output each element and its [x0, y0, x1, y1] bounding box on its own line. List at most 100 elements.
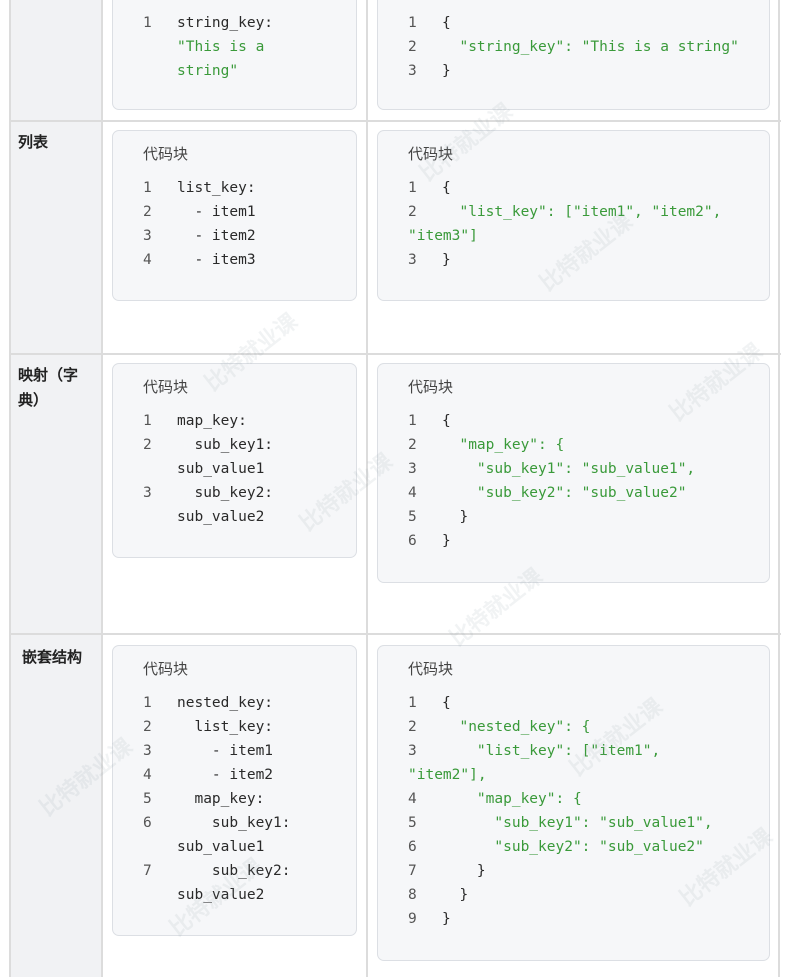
- code-text: "sub_key2": "sub_value2": [442, 485, 687, 501]
- code-block-title: 代码块: [408, 145, 454, 163]
- code-text: sub_key2:: [177, 485, 274, 501]
- line-number: 5: [408, 815, 417, 831]
- line-number: 3: [143, 228, 152, 244]
- code-text: nested_key:: [177, 695, 274, 711]
- code-text: "sub_key1": "sub_value1",: [442, 461, 696, 477]
- line-number: 1: [143, 15, 152, 31]
- code-text: {: [442, 413, 451, 429]
- code-text: "map_key": {: [442, 437, 565, 453]
- code-block-json-list: 代码块 1 {2 "list_key": ["item1", "item2", "i…: [377, 130, 770, 301]
- line-number: 3: [408, 743, 417, 759]
- line-number: 1: [143, 695, 152, 711]
- code-text: list_key:: [177, 719, 274, 735]
- code-text: "item2"],: [408, 767, 487, 783]
- code-text: {: [442, 180, 451, 196]
- code-block-title: 代码块: [143, 145, 189, 163]
- code-text: }: [442, 509, 469, 525]
- table-border-right: [778, 0, 780, 977]
- code-text: map_key:: [177, 791, 265, 807]
- code-text: sub_value2: [177, 887, 265, 903]
- table-label-column: [11, 0, 101, 977]
- line-number: 3: [408, 252, 417, 268]
- line-number: 4: [143, 252, 152, 268]
- code-text: - item1: [177, 204, 256, 220]
- line-number: 4: [408, 485, 417, 501]
- code-text: "list_key": ["item1",: [442, 743, 661, 759]
- line-number: 1: [143, 180, 152, 196]
- code-text: string_key:: [177, 15, 274, 31]
- line-number: 1: [408, 15, 417, 31]
- line-number: 3: [143, 485, 152, 501]
- code-text: "nested_key": {: [442, 719, 591, 735]
- code-block-title: 代码块: [408, 660, 454, 678]
- line-number: 8: [408, 887, 417, 903]
- code-block-json-map: 代码块 1{2 "map_key": {3 "sub_key1": "sub_v…: [377, 363, 770, 583]
- row-label-nested: 嵌套结构: [22, 648, 83, 666]
- code-text: - item2: [177, 767, 274, 783]
- line-number: 3: [408, 63, 417, 79]
- line-number: 2: [143, 719, 152, 735]
- table-border-left: [9, 0, 11, 977]
- row-label-list: 列表: [18, 133, 49, 151]
- code-block-json-string: 1{2 "string_key": "This is a string"3}: [377, 0, 770, 110]
- line-number: 6: [143, 815, 152, 831]
- code-text: sub_key2:: [177, 863, 291, 879]
- code-text: "sub_key1": "sub_value1",: [442, 815, 713, 831]
- line-number: 4: [408, 791, 417, 807]
- code-text: }: [442, 887, 469, 903]
- line-number: 1: [408, 695, 417, 711]
- code-block-title: 代码块: [143, 378, 189, 396]
- line-number: 1: [143, 413, 152, 429]
- line-number: 6: [408, 533, 417, 549]
- code-text: {: [442, 695, 451, 711]
- line-number: 2: [408, 39, 417, 55]
- code-text: sub_value1: [177, 461, 265, 477]
- line-number: 7: [143, 863, 152, 879]
- code-block-yaml-nested: 代码块 1 nested_key: 2 list_key: 3 - item1 4 - …: [112, 645, 357, 936]
- code-text: - item2: [177, 228, 256, 244]
- line-number: 2: [143, 204, 152, 220]
- row-divider: [9, 120, 781, 122]
- code-text: }: [442, 863, 486, 879]
- code-text: }: [442, 911, 451, 927]
- line-number: 3: [143, 743, 152, 759]
- line-number: 7: [408, 863, 417, 879]
- line-number: 2: [408, 437, 417, 453]
- code-text: map_key:: [177, 413, 247, 429]
- line-number: 5: [408, 509, 417, 525]
- line-number: 4: [143, 767, 152, 783]
- line-number: 6: [408, 839, 417, 855]
- code-block-title: 代码块: [408, 378, 454, 396]
- line-number: 2: [408, 719, 417, 735]
- code-text: "This is a: [177, 39, 265, 55]
- code-text: - item3: [177, 252, 256, 268]
- code-text: string": [177, 63, 239, 79]
- code-text: }: [442, 533, 451, 549]
- code-text: "map_key": {: [442, 791, 582, 807]
- code-block-yaml-list: 代码块 1 list_key: 2 - item1 3 - item2 4 - item…: [112, 130, 357, 301]
- code-text: "list_key": ["item1", "item2",: [442, 204, 722, 220]
- line-number: 3: [408, 461, 417, 477]
- row-label-map: 映射（字典）: [18, 366, 79, 409]
- code-block-title: 代码块: [143, 660, 189, 678]
- code-block-yaml-map: 代码块 1 map_key: 2 sub_key1: sub_value1 3 sub_…: [112, 363, 357, 558]
- code-text: sub_key1:: [177, 437, 274, 453]
- line-number: 2: [408, 204, 417, 220]
- code-text: sub_value1: [177, 839, 265, 855]
- row-divider: [9, 353, 781, 355]
- table-divider-2: [366, 0, 368, 977]
- code-text: "item3"]: [408, 228, 478, 244]
- code-text: "sub_key2": "sub_value2": [442, 839, 704, 855]
- line-number: 5: [143, 791, 152, 807]
- line-number: 2: [143, 437, 152, 453]
- table-divider-1: [101, 0, 103, 977]
- line-number: 9: [408, 911, 417, 927]
- line-number: 1: [408, 180, 417, 196]
- code-text: }: [442, 63, 451, 79]
- code-text: list_key:: [177, 180, 256, 196]
- code-text: - item1: [177, 743, 274, 759]
- code-block-json-nested: 代码块 1 {2 "nested_key": { 3 "list_key": ["i…: [377, 645, 770, 961]
- row-divider: [9, 633, 781, 635]
- code-text: }: [442, 252, 451, 268]
- code-text: "string_key": "This is a string": [442, 39, 739, 55]
